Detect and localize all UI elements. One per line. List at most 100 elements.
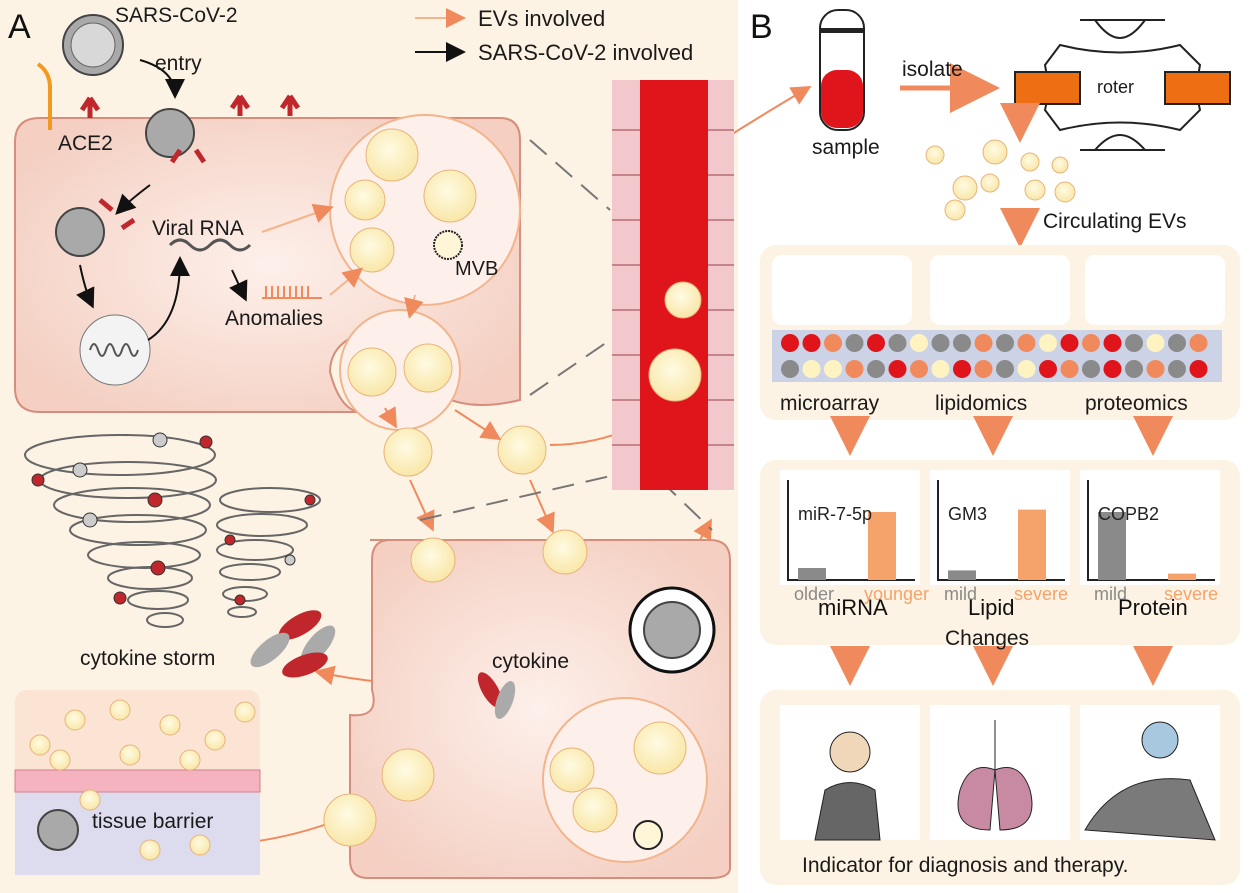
omics-dot: [845, 334, 864, 352]
omics-dot: [1146, 360, 1165, 378]
chart-title: GM3: [948, 504, 987, 524]
omics-dot: [824, 360, 842, 378]
omics-dot: [1189, 334, 1208, 352]
chart-bar: [948, 570, 976, 580]
omics-dot: [953, 360, 971, 378]
chart-category-title: Protein: [1118, 595, 1188, 620]
chart-category-title: Lipid: [968, 595, 1014, 620]
chart-title: COPB2: [1098, 504, 1159, 524]
chart-category-label: severe: [1164, 584, 1218, 604]
circulating-evs-label: Circulating EVs: [1043, 210, 1187, 233]
omics-dot: [867, 360, 885, 378]
chart-category-label: mild: [944, 584, 977, 604]
tissue-barrier: [14, 769, 261, 793]
omics-dot: [910, 360, 928, 378]
omics-dot: [845, 360, 864, 378]
omics-dot: [1060, 360, 1079, 378]
omics-dot: [824, 334, 842, 352]
omics-dot: [910, 334, 928, 352]
released-ev: [383, 427, 433, 477]
legend-ev-label: EVs involved: [478, 6, 605, 31]
omics-dot: [781, 360, 799, 378]
panel-b-label: B: [750, 8, 773, 46]
omics-dot: [1082, 334, 1100, 352]
chart-category-label: severe: [1014, 584, 1068, 604]
chart-bar: [1168, 573, 1196, 580]
chart-category-label: older: [794, 584, 834, 604]
omics-dot: [1060, 334, 1079, 352]
omics-dot: [1103, 334, 1122, 352]
viral-rna-label: Viral RNA: [152, 217, 244, 240]
chart-bar: [1098, 512, 1126, 580]
patient-cough-icon: [814, 731, 881, 841]
panel-a-label: A: [8, 8, 31, 46]
mvb-label: MVB: [455, 258, 498, 280]
omics-dot: [953, 334, 971, 352]
changes-label: Changes: [945, 627, 1029, 650]
omics-dot: [781, 334, 799, 352]
omics-dot: [1146, 334, 1165, 352]
chart-background: [780, 470, 920, 585]
method-label: lipidomics: [935, 392, 1027, 415]
omics-dot: [1103, 360, 1122, 378]
omics-dot: [974, 334, 993, 352]
cytokine-label: cytokine: [492, 650, 569, 673]
omics-dot: [888, 334, 907, 352]
omics-dot: [888, 360, 907, 378]
tissue-barrier-label: tissue barrier: [92, 810, 213, 833]
omics-dot: [1125, 360, 1143, 378]
omics-dot: [802, 334, 821, 352]
rotor-tube-left: [1014, 71, 1081, 105]
chart-bar: [868, 512, 896, 580]
virus-label: SARS-CoV-2: [115, 4, 238, 27]
ace2-label: ACE2: [58, 132, 113, 155]
indicator-label: Indicator for diagnosis and therapy.: [802, 854, 1128, 877]
patient-bed-icon: [1084, 721, 1216, 841]
cytokine-storm-label: cytokine storm: [80, 647, 215, 670]
cytokine-icon: [250, 610, 516, 719]
omics-dot: [996, 360, 1014, 378]
omics-dot: [1168, 334, 1186, 352]
ace2-indicator: [36, 62, 52, 130]
lungs-icon: [957, 720, 1033, 831]
omics-dot: [867, 334, 885, 352]
chart-category-label: younger: [864, 584, 929, 604]
omics-dot: [931, 334, 950, 352]
method-label: microarray: [780, 392, 880, 415]
omics-dot: [931, 360, 950, 378]
bar-charts: older younger miR-7-5p miRNA mild severe GM3Li…: [780, 470, 1220, 620]
sample-tube-icon: [819, 9, 865, 131]
omics-dot: [1189, 360, 1208, 378]
omics-dot: [1125, 334, 1143, 352]
method-label: proteomics: [1085, 392, 1188, 415]
omics-dot: [802, 360, 821, 378]
rotor-tube-right: [1164, 71, 1231, 105]
chart-category-label: mild: [1094, 584, 1127, 604]
entry-label: entry: [155, 52, 202, 75]
mvb-vesicles: [344, 128, 477, 273]
omics-dot: [1039, 360, 1057, 378]
viral-rna-icon: [168, 238, 252, 252]
circulating-evs-icon: [925, 139, 1076, 221]
legend-sars-label: SARS-CoV-2 involved: [478, 40, 693, 65]
cytokine-storm-icon: [24, 434, 321, 628]
omics-dot: [1017, 360, 1036, 378]
roter-label: roter: [1097, 77, 1134, 97]
omics-dots: [781, 334, 1208, 378]
chart-bar: [1018, 509, 1046, 580]
chart-title: miR-7-5p: [798, 504, 872, 524]
isolate-label: isolate: [902, 58, 963, 81]
omics-dot: [996, 334, 1014, 352]
omics-dot: [974, 360, 993, 378]
chart-background: [930, 470, 1070, 585]
blood-vessel: [612, 80, 734, 490]
chart-category-title: miRNA: [818, 595, 888, 620]
omics-dot: [1082, 360, 1100, 378]
released-ev: [497, 425, 547, 475]
chart-bar: [798, 568, 826, 580]
sample-label: sample: [812, 136, 880, 159]
omics-dot: [1168, 360, 1186, 378]
omics-dot: [1039, 334, 1057, 352]
anomalies-icon: [262, 286, 322, 299]
